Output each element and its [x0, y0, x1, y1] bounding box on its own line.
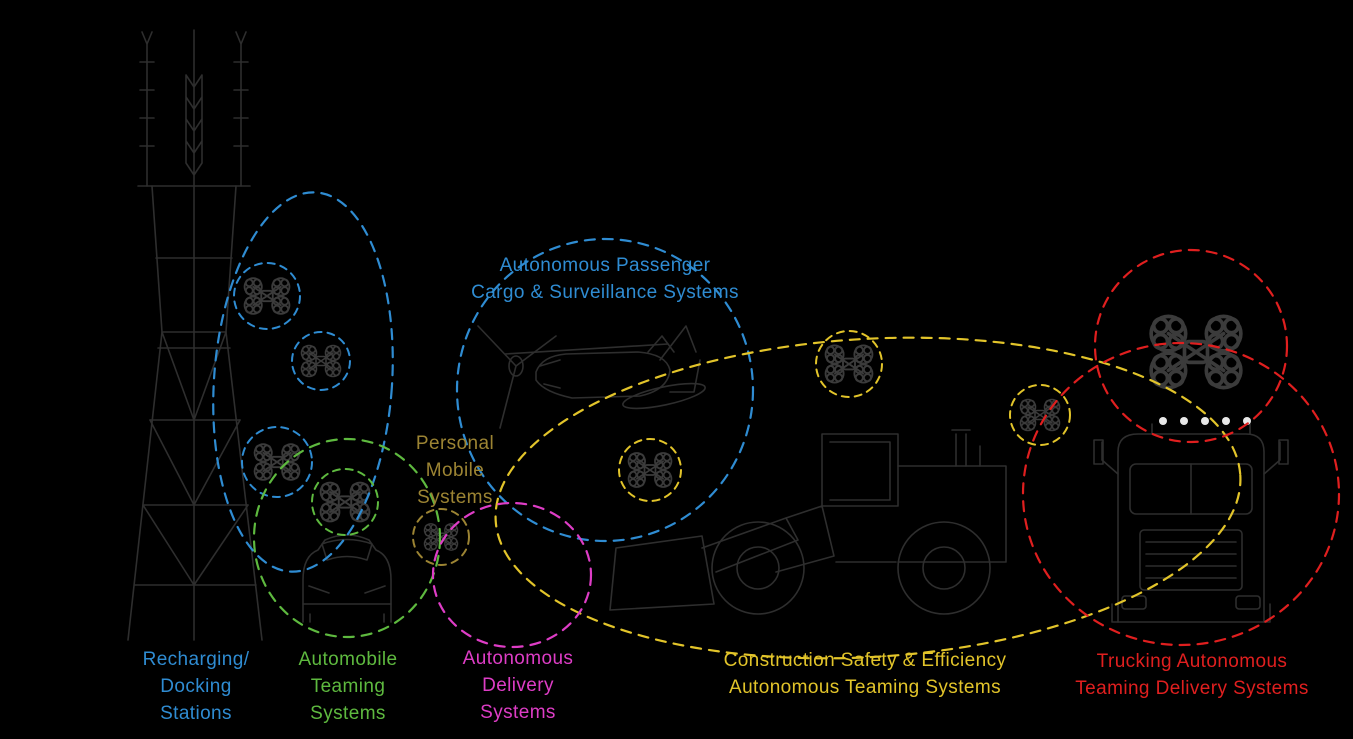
label-line: Systems [480, 702, 556, 723]
truck-silhouette [1093, 423, 1289, 623]
label-line: Systems [417, 487, 493, 508]
car-silhouette [302, 534, 392, 623]
label-trucking-systems: Trucking Autonomous Teaming Delivery Sys… [1075, 648, 1308, 702]
trucking-drone-zone-outline [1093, 248, 1289, 444]
label-line: Cargo & Surveillance Systems [471, 282, 739, 303]
label-personal-systems: Personal Mobile Systems [416, 430, 494, 511]
tiltrotor-aircraft-silhouette [477, 325, 706, 429]
drone-zone-outline [241, 426, 313, 498]
drone-icon [245, 278, 290, 314]
sutro-tower-silhouette [127, 29, 263, 641]
label-line: Autonomous Passenger [499, 255, 711, 276]
label-line: Teaming Delivery Systems [1075, 678, 1309, 699]
label-construction-systems: Construction Safety & Efficiency Autonom… [724, 647, 1007, 701]
drone-zone-outline [233, 262, 301, 330]
truck-roof-lights [1159, 417, 1251, 425]
label-line: Docking [160, 676, 232, 697]
drone-zone-outline [1009, 384, 1071, 446]
drone-icon [629, 453, 672, 487]
passenger-zone-outline [455, 237, 755, 543]
label-line: Automobile [298, 649, 398, 670]
label-line: Trucking Autonomous [1096, 651, 1288, 672]
label-line: Construction Safety & Efficiency [723, 650, 1007, 671]
trucking-zone-outline [1021, 341, 1341, 647]
label-line: Teaming [310, 676, 386, 697]
drone-icon [826, 345, 873, 382]
personal-zone-outline [412, 508, 470, 566]
label-line: Recharging/ [142, 649, 250, 670]
label-passenger-systems: Autonomous Passenger Cargo & Surveillanc… [471, 252, 739, 306]
drone-icon [302, 346, 341, 377]
label-line: Stations [160, 703, 232, 724]
label-line: Delivery [482, 675, 554, 696]
label-line: Mobile [425, 460, 485, 481]
label-delivery-systems: Autonomous Delivery Systems [463, 645, 574, 726]
drone-icons [245, 278, 1241, 550]
drone-zone-outline [618, 438, 682, 502]
label-line: Systems [310, 703, 386, 724]
drone-zone-outline [815, 330, 883, 398]
recharging-zone-outline [212, 191, 394, 573]
construction-zone-outline [494, 336, 1242, 660]
label-line: Personal [415, 433, 495, 454]
automobile-zone-outline [252, 437, 442, 639]
label-recharging-stations: Recharging/ Docking Stations [143, 646, 250, 727]
drone-icon [321, 483, 370, 522]
delivery-zone-outline [431, 501, 593, 649]
drone-zone-outline [291, 331, 351, 391]
label-line: Autonomous [462, 648, 574, 669]
wheel-loader-silhouette [609, 429, 1007, 615]
drone-zone-outline [311, 468, 379, 536]
label-line: Autonomous Teaming Systems [729, 677, 1001, 698]
drone-icon [1151, 316, 1241, 387]
label-automobile-systems: Automobile Teaming Systems [298, 646, 397, 727]
